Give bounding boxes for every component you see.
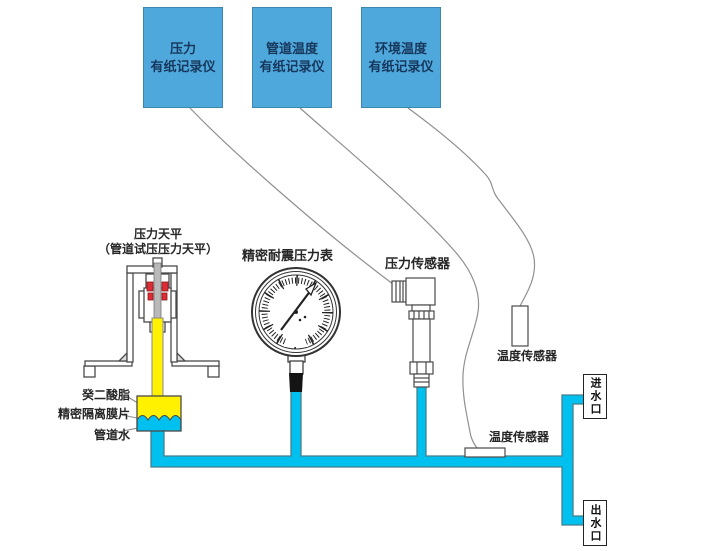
sebacate-oil-label: 癸二酸脂 xyxy=(81,388,130,402)
water-outlet-box: 出水口 xyxy=(583,500,607,546)
ambient-temp-sensor-label: 温度传感器 xyxy=(497,349,558,363)
pressure-balance-drawing xyxy=(83,257,220,399)
pressure-transducer-drawing xyxy=(391,277,436,388)
gauge-needle-tip xyxy=(305,281,318,297)
pipe-temp-sensor-drawing xyxy=(464,447,506,458)
chamber-outline xyxy=(136,395,182,432)
gauge-stem-black xyxy=(289,373,303,392)
ambient-temp-sensor-drawing xyxy=(511,305,529,347)
isolation-chamber xyxy=(136,395,182,432)
pipe-water-label: 管道水 xyxy=(93,428,130,442)
wire-pressure-recorder xyxy=(189,107,395,286)
ambient-temp-recorder-box: 环境温度 有纸记录仪 xyxy=(361,7,441,108)
balance-piston-rod xyxy=(153,262,162,322)
wire-ambient-temp-recorder xyxy=(407,107,536,307)
oil-column xyxy=(151,317,164,399)
balance-arm-left xyxy=(84,360,133,367)
pipe-temp-sensor-label: 温度传感器 xyxy=(489,430,550,444)
pressure-recorder-box: 压力 有纸记录仪 xyxy=(143,7,223,108)
transducer-connector xyxy=(391,280,407,303)
gauge-stem xyxy=(289,360,304,375)
signal-wires xyxy=(189,107,536,449)
pressure-transducer-label: 压力传感器 xyxy=(385,256,451,271)
balance-leg-left xyxy=(126,272,134,363)
balance-arm-right xyxy=(171,360,220,367)
water-pipe-network xyxy=(150,385,587,526)
transducer-hex-nut xyxy=(409,361,434,375)
gauge-hub xyxy=(294,310,298,314)
balance-gusset-right xyxy=(176,351,187,362)
wire-pipe-temp-recorder xyxy=(299,107,480,449)
pressure-gauge-drawing xyxy=(251,267,341,392)
water-inlet-box: 进水口 xyxy=(583,374,607,419)
gauge-tick-gap xyxy=(284,316,308,347)
gauge-case-inner xyxy=(255,271,337,353)
balance-gusset-left xyxy=(117,351,128,362)
transducer-collar xyxy=(408,310,435,320)
transducer-body xyxy=(412,318,431,363)
balance-seals xyxy=(146,281,169,301)
chamber-oil xyxy=(137,396,181,419)
balance-foot-left xyxy=(83,365,96,378)
pipe-temp-recorder-box: 管道温度 有纸记录仪 xyxy=(252,7,332,108)
balance-top-bar xyxy=(126,265,178,274)
transducer-neck xyxy=(411,304,431,312)
pressure-balance-label: 压力天平 （管道试压压力天平） xyxy=(97,227,218,256)
balance-foot-right xyxy=(207,365,220,378)
pressure-gauge-label: 精密耐震压力表 xyxy=(242,248,334,263)
chamber-diaphragm-wave xyxy=(136,414,182,432)
transducer-head xyxy=(405,277,436,306)
gauge-major-ticks xyxy=(259,275,333,349)
isolation-diaphragm-label: 精密隔离膜片 xyxy=(57,407,130,421)
transducer-thread xyxy=(413,373,430,388)
